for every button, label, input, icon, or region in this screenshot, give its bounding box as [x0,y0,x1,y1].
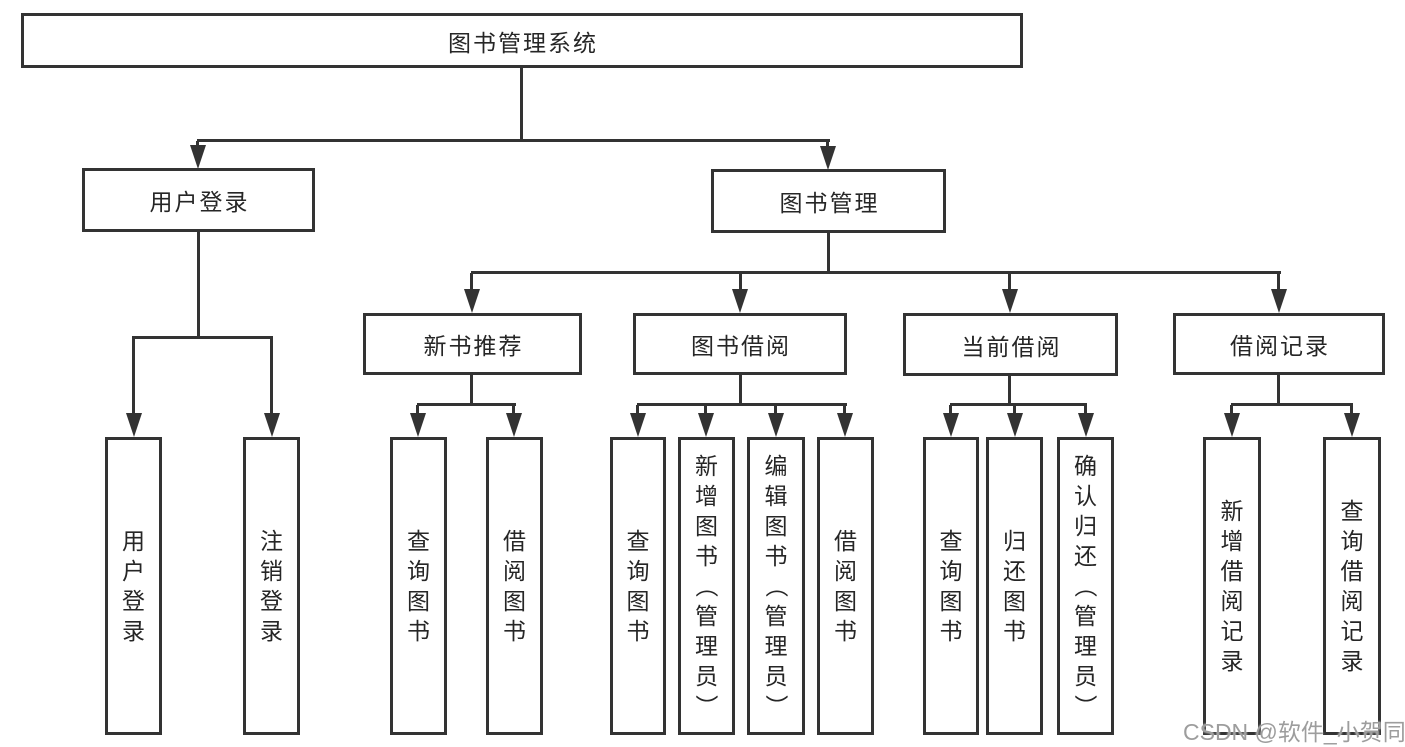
leaf-query-book-3-label: 查询图书 [939,528,963,644]
connector-line [470,273,473,291]
connector-line [197,230,200,338]
leaf-add-book-admin: 新增图书（管理员） [678,437,735,735]
leaf-borrow-book-1-label: 借阅图书 [503,528,526,644]
leaf-query-borrow-record-label: 查询借阅记录 [1340,498,1364,674]
arrow-down-icon [1224,413,1240,437]
arrow-down-icon [190,145,206,169]
arrow-down-icon [698,413,714,437]
connector-line [950,403,1087,406]
connector-line [512,405,515,416]
leaf-edit-book-admin: 编辑图书（管理员） [747,437,805,735]
node-borrow-record-label: 借阅记录 [1230,333,1330,359]
connector-line [739,373,742,406]
leaf-return-book: 归还图书 [986,437,1043,735]
node-user-login-label: 用户登录 [149,189,250,215]
connector-line [270,338,273,415]
leaf-return-book-label: 归还图书 [1003,528,1026,644]
arrow-down-icon [943,413,959,437]
node-borrow-record: 借阅记录 [1173,313,1385,375]
connector-line [417,403,516,406]
node-root-system: 图书管理系统 [21,13,1023,68]
leaf-edit-book-admin-label: 编辑图书（管理员） [763,453,789,718]
node-new-book-recommend: 新书推荐 [363,313,582,375]
node-book-management-label: 图书管理 [779,190,880,216]
leaf-user-login: 用户登录 [105,437,162,735]
node-root-label: 图书管理系统 [448,29,598,56]
connector-line [1230,405,1233,416]
leaf-borrow-book-2-label: 借阅图书 [834,528,857,644]
leaf-query-borrow-record: 查询借阅记录 [1323,437,1381,735]
csdn-watermark: CSDN @软件_小贺同学 [1183,719,1405,745]
connector-line [1277,273,1280,291]
leaf-add-borrow-record: 新增借阅记录 [1203,437,1261,735]
node-book-borrow-label: 图书借阅 [691,333,791,359]
arrow-down-icon [410,413,426,437]
arrow-down-icon [506,413,522,437]
connector-line [636,405,639,416]
arrow-down-icon [768,413,784,437]
leaf-query-book-1-label: 查询图书 [407,528,430,644]
leaf-borrow-book-2: 借阅图书 [817,437,874,735]
connector-line [520,66,523,142]
connector-line [826,141,829,149]
connector-line [416,405,419,416]
connector-line [1008,273,1011,291]
connector-line [1350,405,1353,416]
connector-line [637,403,847,406]
connector-line [827,231,830,273]
connector-line [132,336,273,339]
leaf-confirm-return-admin-label: 确认归还（管理员） [1072,453,1099,718]
leaf-query-book-2-label: 查询图书 [626,528,650,644]
arrow-down-icon [126,413,142,437]
connector-line [470,373,473,406]
leaf-logout-label: 注销登录 [260,528,283,644]
connector-line [1008,373,1011,406]
arrow-down-icon [1078,413,1094,437]
arrow-down-icon [1002,289,1018,313]
leaf-add-book-admin-label: 新增图书（管理员） [693,453,720,718]
leaf-query-book-3: 查询图书 [923,437,979,735]
connector-line [843,405,846,416]
connector-line [471,271,1281,274]
arrow-down-icon [837,413,853,437]
arrow-down-icon [732,289,748,313]
node-book-management-branch: 图书管理 [711,169,946,233]
connector-line [1277,373,1280,406]
arrow-down-icon [1271,289,1287,313]
connector-line [949,405,952,416]
leaf-query-book-2: 查询图书 [610,437,666,735]
arrow-down-icon [820,146,836,170]
connector-line [197,139,830,142]
connector-line [774,405,777,416]
arrow-down-icon [1007,413,1023,437]
connector-line [1084,405,1087,416]
connector-line [704,405,707,416]
connector-line [739,273,742,291]
node-current-borrow: 当前借阅 [903,313,1118,376]
leaf-confirm-return-admin: 确认归还（管理员） [1057,437,1114,735]
arrow-down-icon [464,289,480,313]
arrow-down-icon [1344,413,1360,437]
leaf-borrow-book-1: 借阅图书 [486,437,543,735]
arrow-down-icon [630,413,646,437]
node-user-login-branch: 用户登录 [82,168,315,232]
connector-line [1013,405,1016,416]
node-book-borrow: 图书借阅 [633,313,847,375]
arrow-down-icon [264,413,280,437]
leaf-add-borrow-record-label: 新增借阅记录 [1220,498,1244,674]
leaf-query-book-1: 查询图书 [390,437,447,735]
node-new-book-recommend-label: 新书推荐 [423,333,524,359]
node-current-borrow-label: 当前借阅 [961,333,1062,360]
connector-line [132,338,135,415]
connector-line [1231,403,1353,406]
leaf-user-login-label: 用户登录 [122,528,145,644]
leaf-logout: 注销登录 [243,437,300,735]
